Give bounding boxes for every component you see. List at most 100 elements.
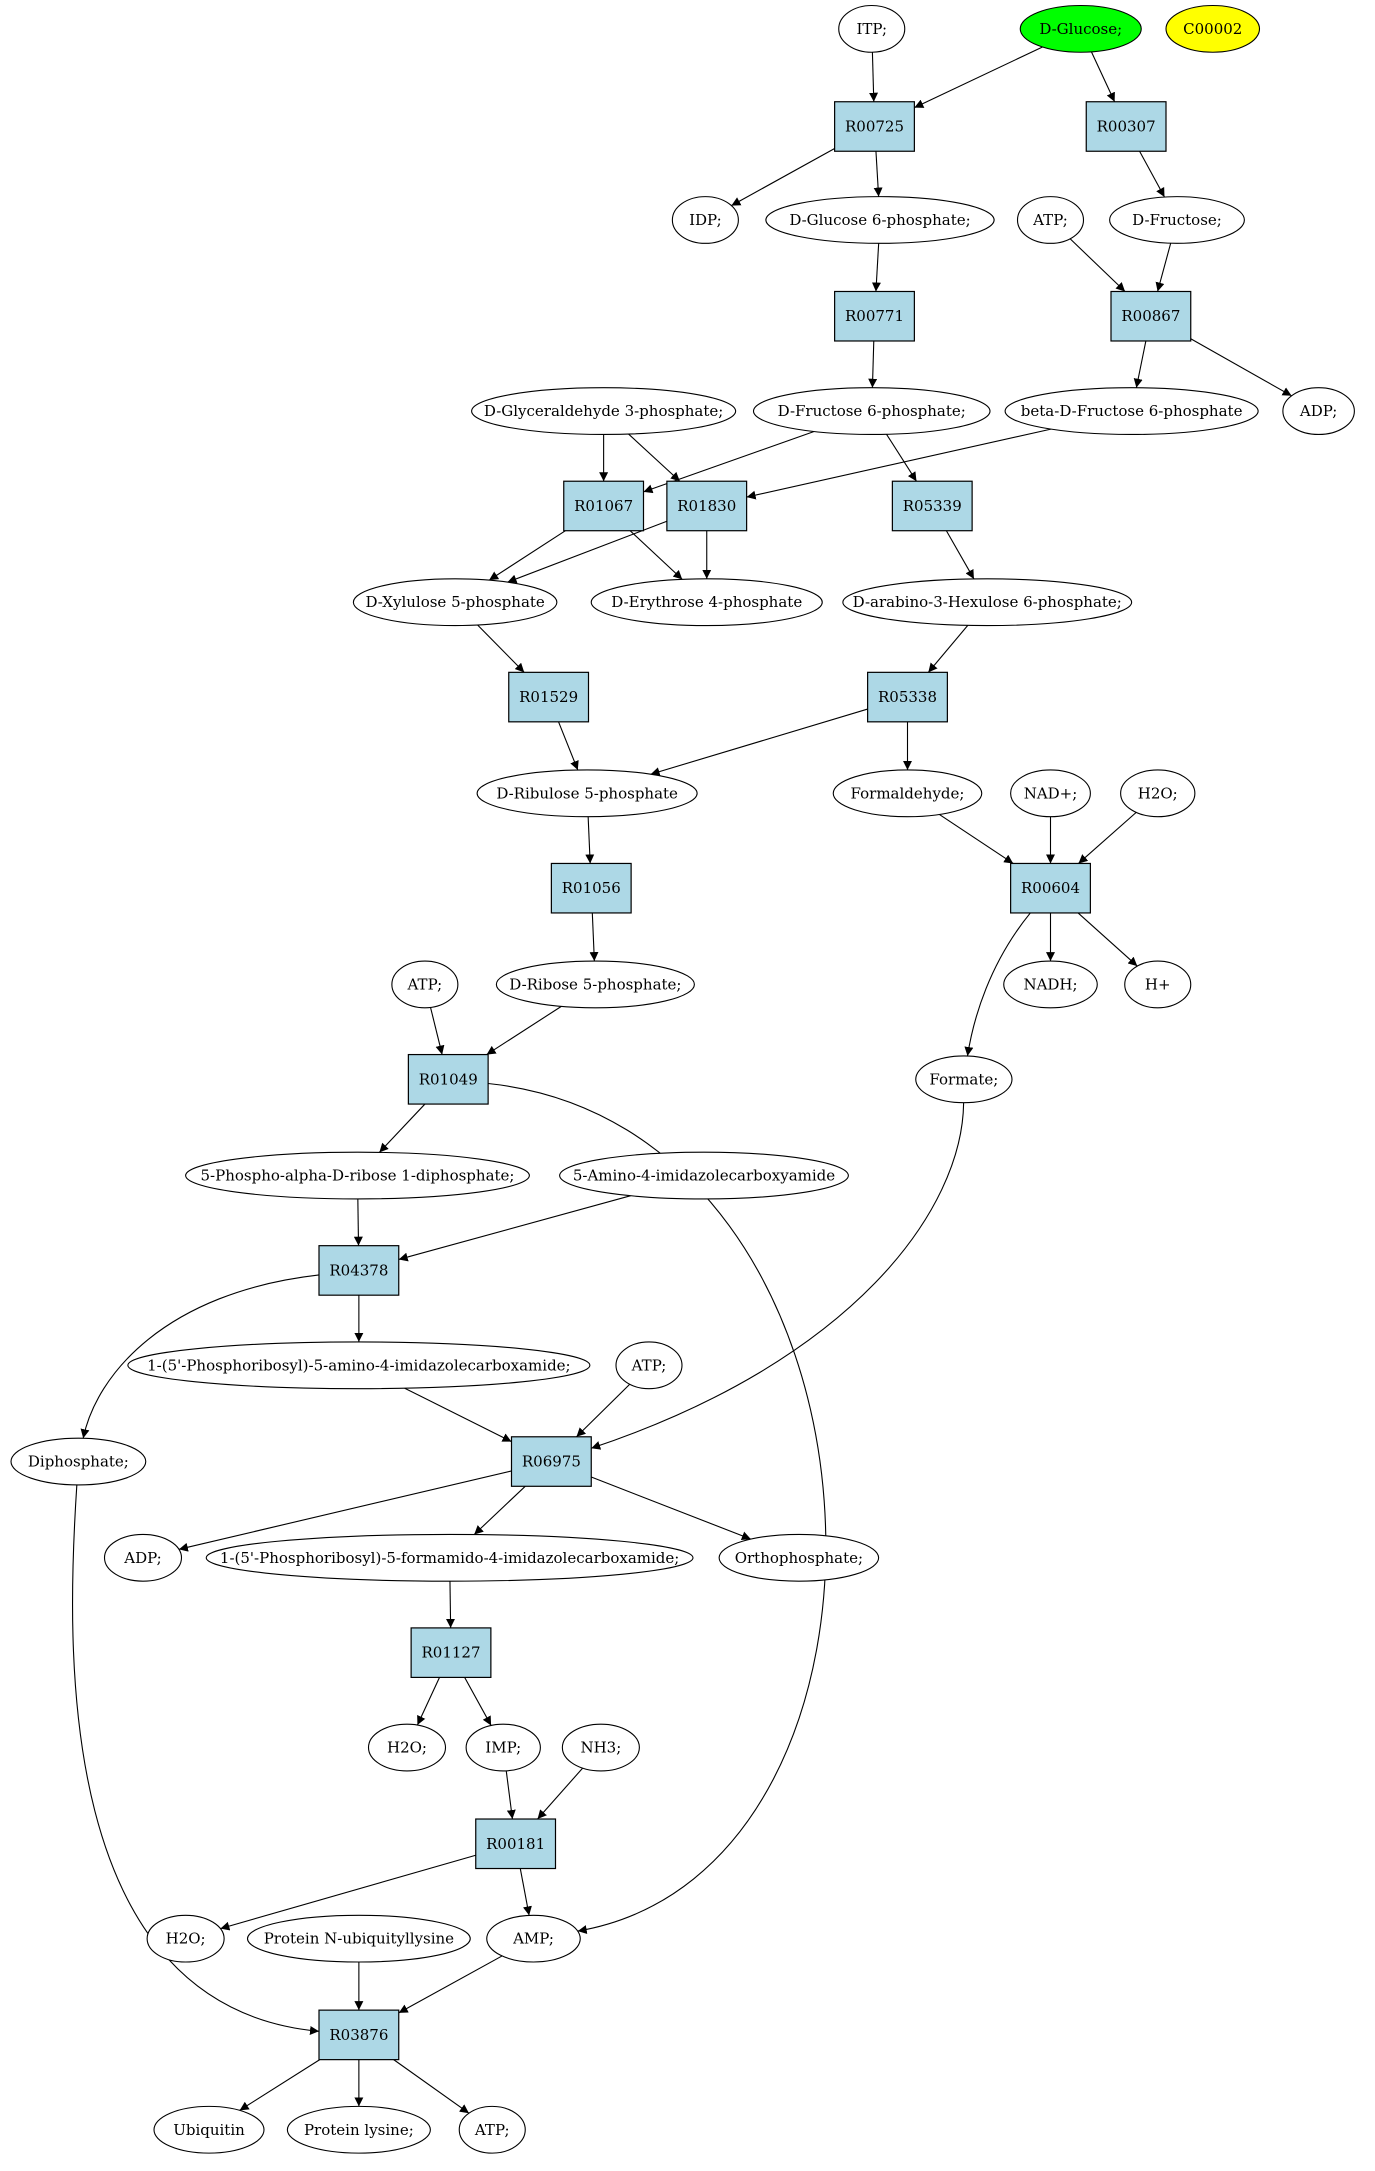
compound-node-nad[interactable]: NAD+;: [1010, 769, 1091, 818]
edge-R01529-to-ru5p: [558, 721, 579, 771]
edge-R01049-to-prpp: [378, 1103, 426, 1153]
compound-node-h2o2[interactable]: H2O;: [367, 1723, 447, 1772]
compound-node-xu5p[interactable]: D-Xylulose 5-phosphate: [352, 578, 558, 627]
edge-R01067-to-e4p: [629, 530, 683, 580]
compound-ellipse: [1010, 769, 1091, 818]
compound-node-hplus[interactable]: H+: [1124, 960, 1192, 1009]
edge-R00307-to-fructose: [1139, 150, 1165, 198]
compound-ellipse: [458, 2105, 526, 2154]
compound-label: D-Glucose 6-phosphate;: [789, 211, 970, 229]
reaction-node-R01529[interactable]: R01529: [508, 671, 590, 723]
compound-node-atp4[interactable]: ATP;: [458, 2105, 526, 2154]
compound-node-e4p[interactable]: D-Erythrose 4-phosphate: [590, 578, 823, 627]
compound-node-f6p[interactable]: D-Fructose 6-phosphate;: [752, 387, 991, 436]
edge-R00181-to-h2o3: [220, 1854, 476, 1931]
edge-h2o1-to-R00604: [1078, 811, 1137, 864]
reaction-node-R00604[interactable]: R00604: [1010, 862, 1091, 914]
compound-node-aica[interactable]: 5-Amino-4-imidazolecarboxyamide: [559, 1151, 849, 1200]
compound-node-formaldehyde[interactable]: Formaldehyde;: [832, 769, 983, 818]
edge-faicar-to-R01127: [446, 1581, 456, 1628]
compound-ellipse: [146, 1914, 225, 1963]
compound-ellipse: [127, 1341, 591, 1390]
compound-ellipse: [765, 196, 995, 244]
compound-node-orthophosphate[interactable]: Orthophosphate;: [718, 1533, 880, 1582]
compound-node-glucose[interactable]: D-Glucose;: [1019, 4, 1142, 53]
compound-label: IDP;: [689, 211, 722, 229]
compound-node-atp2[interactable]: ATP;: [391, 960, 459, 1009]
reaction-label: R00771: [845, 307, 904, 325]
edge-xu5p-to-R01529: [477, 624, 525, 673]
compound-node-formate[interactable]: Formate;: [915, 1055, 1013, 1104]
compound-label: 1-(5'-Phosphoribosyl)-5-amino-4-imidazol…: [147, 1356, 571, 1374]
reaction-node-R03876[interactable]: R03876: [318, 2009, 400, 2061]
reaction-node-R01049[interactable]: R01049: [407, 1053, 489, 1105]
reaction-node-R00771[interactable]: R00771: [834, 290, 915, 342]
compound-node-amp[interactable]: AMP;: [486, 1914, 581, 1963]
compound-node-faicar[interactable]: 1-(5'-Phosphoribosyl)-5-formamido-4-imid…: [205, 1533, 694, 1582]
compound-node-adp1[interactable]: ADP;: [1282, 387, 1355, 436]
edge-R00725-to-idp: [731, 148, 835, 207]
edge-R03876-to-ubiquitin: [239, 2059, 321, 2111]
compound-node-protubi[interactable]: Protein N-ubiquityllysine: [246, 1914, 471, 1963]
compound-node-nadh[interactable]: NADH;: [1003, 960, 1098, 1009]
edge-prpp-to-R04378: [353, 1198, 363, 1246]
compound-ellipse: [590, 578, 823, 627]
compound-node-prpp[interactable]: 5-Phospho-alpha-D-ribose 1-diphosphate;: [185, 1151, 530, 1200]
reaction-node-R01830[interactable]: R01830: [666, 480, 748, 532]
compound-node-hu6p[interactable]: D-arabino-3-Hexulose 6-phosphate;: [842, 578, 1133, 627]
reaction-box: [318, 2009, 400, 2061]
edge-amp-to-R03876: [398, 1955, 503, 2014]
reaction-node-R01067[interactable]: R01067: [563, 480, 645, 532]
reaction-label: R01127: [421, 1644, 480, 1662]
compound-ellipse: [246, 1914, 471, 1963]
compound-node-protlys[interactable]: Protein lysine;: [286, 2105, 431, 2154]
edge-f6p-to-R05339: [886, 433, 917, 482]
reaction-node-R05339[interactable]: R05339: [891, 480, 973, 532]
reaction-node-R06975[interactable]: R06975: [510, 1436, 592, 1487]
edge-fructose-to-R00867: [1155, 243, 1172, 292]
reaction-node-R01056[interactable]: R01056: [550, 862, 632, 914]
reaction-node-R00181[interactable]: R00181: [475, 1818, 557, 1870]
compound-ellipse: [476, 769, 698, 818]
compound-label: ADP;: [123, 1549, 161, 1567]
compound-node-c00002[interactable]: C00002: [1165, 4, 1261, 53]
reaction-node-R01127[interactable]: R01127: [410, 1627, 492, 1679]
compound-node-adp2[interactable]: ADP;: [103, 1533, 183, 1582]
reaction-node-R00725[interactable]: R00725: [834, 101, 915, 152]
compound-label: D-Ribose 5-phosphate;: [509, 975, 681, 993]
compound-node-idp[interactable]: IDP;: [671, 196, 739, 244]
reaction-box: [834, 290, 915, 342]
edge-atp1-to-R00867: [1069, 238, 1126, 292]
compound-node-diphosphate[interactable]: Diphosphate;: [10, 1437, 147, 1486]
compound-node-h2o3[interactable]: H2O;: [146, 1914, 225, 1963]
compound-ellipse: [1120, 769, 1196, 818]
compound-node-itp[interactable]: ITP;: [838, 4, 906, 53]
compound-node-atp1[interactable]: ATP;: [1016, 196, 1085, 244]
compound-ellipse: [842, 578, 1133, 627]
compound-node-nh3[interactable]: NH3;: [561, 1723, 640, 1772]
compound-node-h2o1[interactable]: H2O;: [1120, 769, 1196, 818]
compound-node-r5p[interactable]: D-Ribose 5-phosphate;: [495, 960, 695, 1009]
compound-ellipse: [1019, 4, 1142, 53]
compound-node-g6p[interactable]: D-Glucose 6-phosphate;: [765, 196, 995, 244]
compound-ellipse: [838, 4, 906, 53]
compound-node-imp[interactable]: IMP;: [465, 1723, 541, 1772]
reaction-label: R04378: [329, 1261, 388, 1279]
compound-node-ubiquitin[interactable]: Ubiquitin: [153, 2105, 265, 2154]
compound-node-fructose[interactable]: D-Fructose;: [1109, 196, 1245, 244]
reaction-box: [1110, 290, 1192, 342]
compound-node-bf6p[interactable]: beta-D-Fructose 6-phosphate: [1004, 387, 1259, 436]
compound-node-gap[interactable]: D-Glyceraldehyde 3-phosphate;: [471, 387, 737, 436]
reaction-node-R00307[interactable]: R00307: [1085, 101, 1167, 152]
reaction-node-R00867[interactable]: R00867: [1110, 290, 1192, 342]
compound-node-aicar[interactable]: 1-(5'-Phosphoribosyl)-5-amino-4-imidazol…: [127, 1341, 591, 1390]
compound-node-ru5p[interactable]: D-Ribulose 5-phosphate: [476, 769, 698, 818]
compound-label: D-Glucose;: [1039, 20, 1122, 38]
reaction-node-R04378[interactable]: R04378: [318, 1245, 400, 1296]
reaction-node-R05338[interactable]: R05338: [867, 671, 948, 723]
compound-label: H+: [1145, 975, 1171, 993]
compound-node-atp3[interactable]: ATP;: [615, 1341, 683, 1390]
edge-r5p-to-R01049: [486, 1005, 562, 1056]
compound-label: ATP;: [407, 975, 443, 993]
reaction-box: [563, 480, 645, 532]
